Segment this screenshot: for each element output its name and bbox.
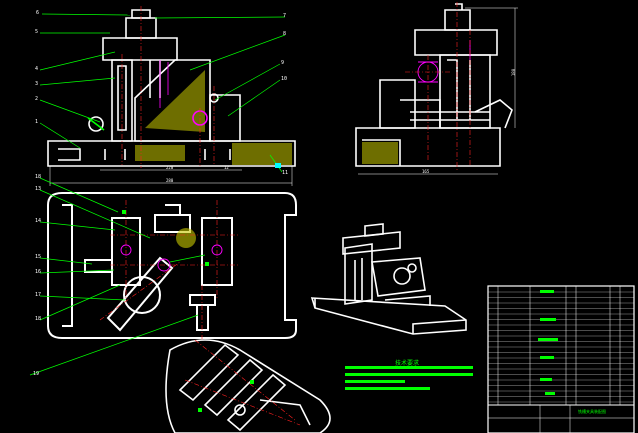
top-view-green-marks [122, 210, 209, 266]
dimension-label: 220 [166, 165, 174, 170]
callout-label: 9 [281, 60, 285, 66]
top-view-workpiece-hatch [176, 228, 196, 248]
parts-list-green-marks [538, 290, 558, 395]
title-block [487, 285, 635, 433]
dimension-label: 165 [422, 169, 430, 174]
callout-label: 15 [35, 254, 42, 260]
front-view-dimension-lines [49, 166, 293, 186]
front-view-dim-markers [275, 163, 281, 168]
section-view [165, 339, 331, 433]
isometric-view [310, 223, 467, 335]
top-view-hidden-lines [120, 244, 223, 272]
callout-label: 11 [282, 170, 289, 176]
side-view-hatch [362, 142, 398, 164]
callout-label: 2 [35, 96, 39, 102]
side-view-dimension-lines [358, 7, 518, 175]
dimension-label: 12 [224, 165, 229, 170]
top-view-leaders [29, 177, 206, 376]
callout-label: 18 [35, 316, 42, 322]
top-view [47, 192, 297, 339]
side-view-centerlines [405, 2, 471, 170]
callout-label: 6 [36, 10, 40, 16]
callout-label: 10 [281, 76, 288, 82]
front-view-centerlines [121, 6, 215, 168]
technical-requirements-title: 技术要求 [395, 360, 420, 367]
top-view-right-column [201, 217, 233, 286]
front-view-leaders [39, 13, 286, 173]
parts-list-rows [488, 291, 634, 403]
callout-label: 16 [35, 269, 42, 275]
callout-label: 19 [33, 371, 40, 377]
callout-label: 1 [35, 119, 39, 125]
front-view-hidden-lines [159, 60, 169, 108]
section-view-centerlines [184, 339, 301, 426]
callout-label: 13 [35, 186, 42, 192]
callout-label: 7 [283, 13, 287, 19]
callout-label: 14 [35, 218, 42, 224]
section-view-outline [165, 339, 331, 433]
callout-label: 8 [283, 31, 287, 37]
top-view-base-outline [47, 192, 297, 339]
callout-label: 17 [35, 292, 42, 298]
callout-label: 3 [35, 81, 39, 87]
technical-requirements-block [345, 366, 473, 390]
section-view-green-marks [198, 380, 254, 412]
drawing-title: 铣槽夹具装配图 [578, 409, 606, 414]
callout-label: 5 [35, 29, 39, 35]
dimension-label: 280 [166, 178, 174, 183]
callout-label: 18 [35, 174, 42, 180]
top-view-centerlines [99, 200, 240, 340]
callout-label: 4 [35, 66, 39, 72]
dimension-label: 180 [511, 68, 517, 77]
